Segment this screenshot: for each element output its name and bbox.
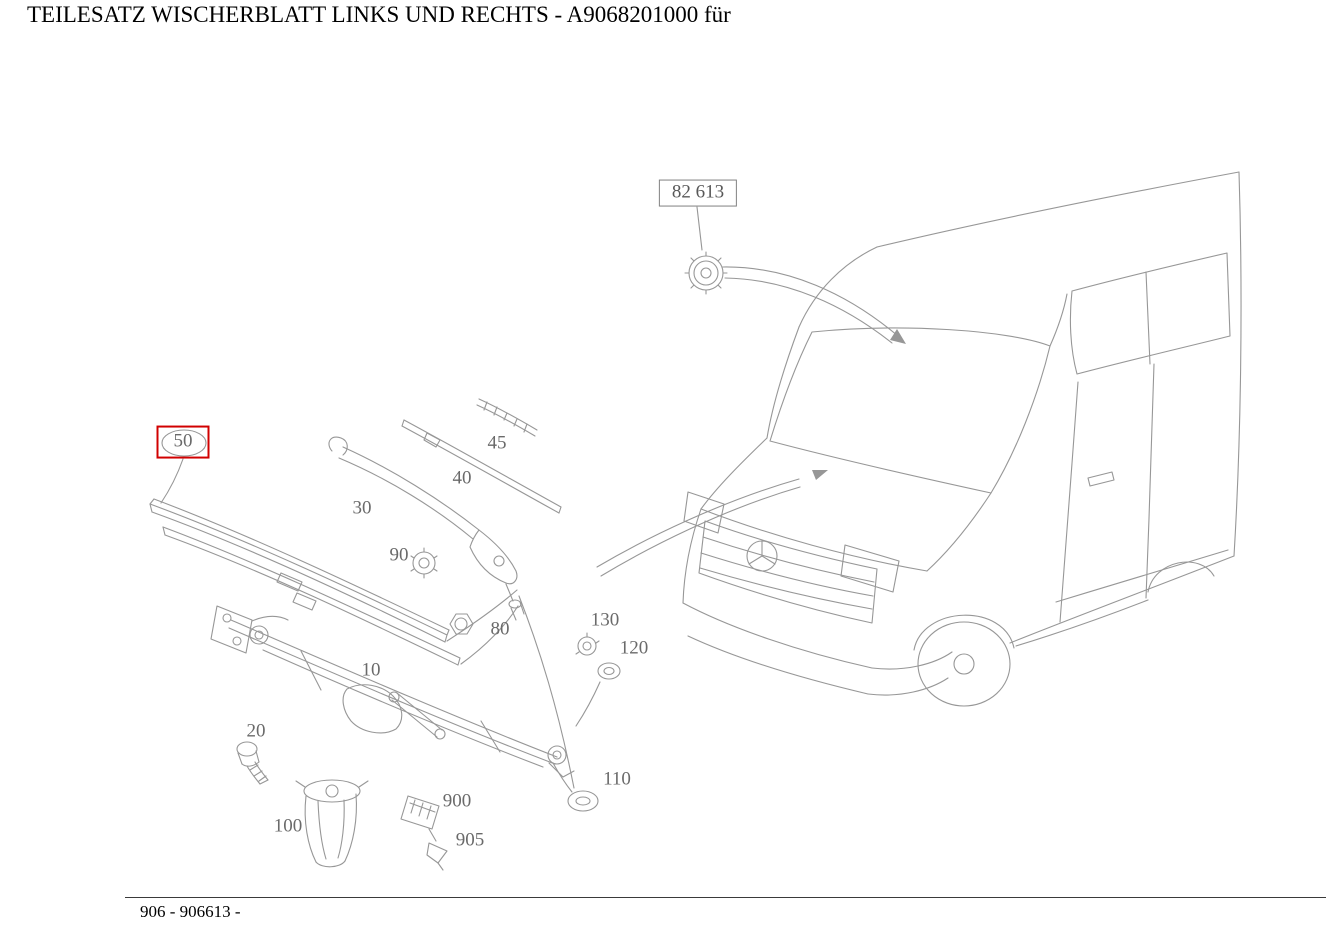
callout-80[interactable]: 80 (490, 618, 510, 640)
footer-model-code: 906 - 906613 - (140, 902, 241, 921)
pointer-arrow-to-windshield-top (722, 266, 906, 344)
callout-900[interactable]: 900 (442, 790, 472, 812)
nut-130 (575, 632, 600, 656)
nut-80 (449, 613, 474, 635)
callout-90[interactable]: 90 (389, 544, 409, 566)
callout-45[interactable]: 45 (487, 432, 507, 454)
wiper-linkage-assembly (210, 605, 575, 778)
callout-110[interactable]: 110 (603, 768, 631, 790)
callout-120[interactable]: 120 (619, 637, 649, 659)
callout-50-ellipse (160, 429, 207, 504)
wiper-blade-upper (149, 498, 450, 643)
leader-lines (446, 589, 601, 789)
nut-90 (410, 547, 438, 579)
wiper-blade-lower (162, 526, 461, 666)
van-outline (682, 171, 1242, 707)
wiper-refill-strip-40 (401, 419, 562, 514)
callout-100[interactable]: 100 (273, 815, 303, 837)
washer-120 (597, 662, 621, 680)
screw-20 (236, 741, 269, 785)
wiper-motor-100 (295, 779, 369, 868)
pointer-arrow-to-windshield-base (596, 470, 828, 577)
page-title: TEILESATZ WISCHERBLATT LINKS UND RECHTS … (27, 2, 731, 27)
wiper-cap-part (684, 206, 728, 295)
grommet-110 (552, 762, 599, 812)
bracket-900 (400, 795, 440, 842)
callout-905[interactable]: 905 (455, 829, 485, 851)
wiper-arm (328, 436, 525, 621)
callout-10[interactable]: 10 (361, 659, 381, 681)
callout-40[interactable]: 40 (452, 467, 472, 489)
callout-20[interactable]: 20 (246, 720, 266, 742)
callout-130[interactable]: 130 (590, 609, 620, 631)
callout-50-selected[interactable]: 50 (156, 425, 210, 459)
wiper-refill-strip-45 (476, 398, 538, 437)
clip-905 (426, 842, 448, 871)
callout-82613[interactable]: 82 613 (658, 179, 738, 207)
footer-divider (125, 897, 1326, 898)
callout-30[interactable]: 30 (352, 497, 372, 519)
